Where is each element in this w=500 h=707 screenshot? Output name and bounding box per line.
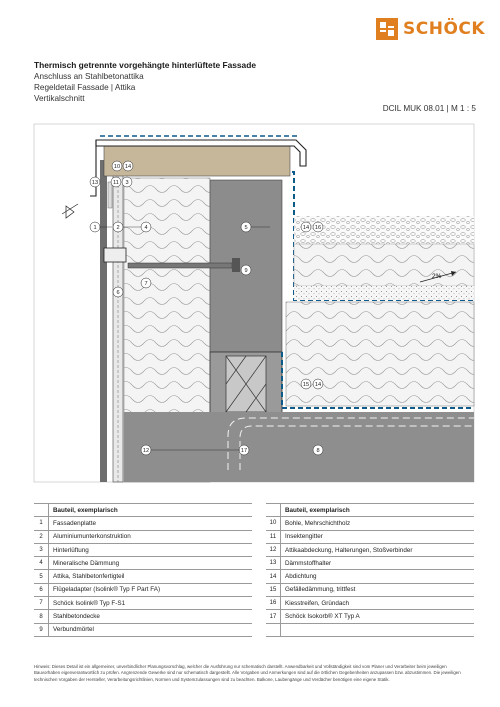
legend-row (266, 623, 474, 637)
svg-text:14: 14 (315, 382, 321, 388)
svg-text:3: 3 (125, 180, 128, 186)
facade-panel (100, 160, 107, 482)
callout-1: 1 (89, 221, 101, 233)
slope-label: 2% (432, 273, 442, 280)
svg-text:5: 5 (244, 225, 247, 231)
svg-text:4: 4 (144, 225, 147, 231)
svg-text:14: 14 (125, 164, 131, 170)
callout-17: 17 (238, 444, 250, 456)
timber-plank (103, 145, 291, 177)
brand-logo: SCHÖCK (376, 18, 485, 40)
svg-text:15: 15 (303, 382, 309, 388)
ventilation-symbol (61, 203, 79, 219)
callout-6: 6 (112, 286, 124, 298)
svg-text:8: 8 (316, 448, 319, 454)
callout-16: 16 (312, 221, 324, 233)
callout-14b: 14 (300, 221, 312, 233)
svg-text:6: 6 (116, 290, 119, 296)
svg-text:17: 17 (241, 448, 247, 454)
legend-heading-right: Bauteil, exemplarisch (280, 502, 474, 518)
insect-grid (107, 181, 113, 209)
svg-text:12: 12 (143, 448, 149, 454)
callout-15: 15 (300, 378, 312, 390)
callout-5: 5 (240, 221, 252, 233)
callout-13: 13 (89, 176, 101, 188)
subtitle-line-3: Vertikalschnitt (34, 94, 85, 103)
svg-text:14: 14 (303, 225, 309, 231)
svg-text:1: 1 (93, 225, 96, 231)
subtitle-line-1: Anschluss an Stahlbetonattika (34, 72, 144, 81)
protective-layer (294, 286, 474, 300)
svg-text:9: 9 (244, 268, 247, 274)
callout-14a: 14 (122, 160, 134, 172)
document-title: Thermisch getrennte vorgehängte hinterlü… (34, 60, 256, 70)
callout-10: 10 (111, 160, 123, 172)
disclaimer-note: Hinweis: Dieses Detail ist ein allgemein… (34, 664, 461, 682)
gravel-strip (294, 216, 474, 244)
wing-adapter (103, 247, 127, 263)
callout-2: 2 (112, 221, 124, 233)
svg-text:11: 11 (113, 180, 119, 186)
callout-11: 11 (110, 176, 122, 188)
callout-9: 9 (240, 264, 252, 276)
concrete-slab (124, 412, 474, 482)
svg-text:10: 10 (114, 164, 120, 170)
slope-insulation (285, 301, 475, 407)
subtitle-line-2: Regeldetail Fassade | Attika (34, 83, 136, 92)
slope-arrow (419, 271, 457, 283)
svg-text:16: 16 (315, 225, 321, 231)
callout-8: 8 (312, 444, 324, 456)
drawing-code-scale: DCIL MUK 08.01 | M 1 : 5 (382, 104, 476, 113)
green-roof-layer (293, 243, 475, 287)
attika-coping (95, 139, 307, 167)
callout-4: 4 (140, 221, 152, 233)
brand-name: SCHÖCK (403, 19, 486, 39)
legend-heading-left: Bauteil, exemplarisch (48, 502, 252, 518)
isolink-anchor (127, 262, 233, 269)
svg-text:2: 2 (116, 225, 119, 231)
schoeck-logo-icon (376, 18, 398, 40)
svg-text:7: 7 (144, 281, 147, 287)
isokorb-insulation-cross (225, 355, 267, 413)
callout-12: 12 (140, 444, 152, 456)
document-header: Thermisch getrennte vorgehängte hinterlü… (34, 60, 474, 104)
svg-text:13: 13 (92, 180, 98, 186)
callout-7: 7 (140, 277, 152, 289)
callout-14c: 14 (312, 378, 324, 390)
callout-3: 3 (121, 176, 133, 188)
